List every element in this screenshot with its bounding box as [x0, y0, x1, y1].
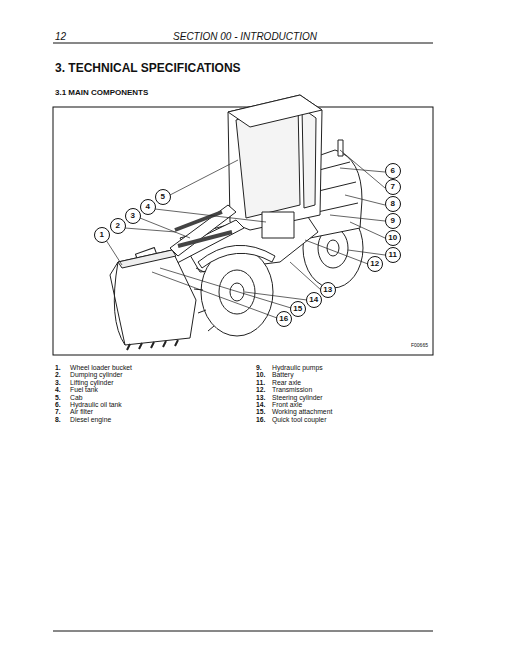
- callout-number: 3: [125, 208, 141, 224]
- component-name: Working attachment: [272, 408, 332, 416]
- list-number: 7.: [55, 408, 61, 416]
- footer-rule: [53, 631, 433, 632]
- component-name: Hydraulic oil tank: [70, 401, 122, 409]
- component-name: Cab: [70, 394, 82, 402]
- list-number: 15.: [256, 408, 265, 416]
- list-number: 6.: [55, 401, 61, 409]
- callout-number: 10: [385, 230, 401, 246]
- header-rule: [53, 43, 433, 44]
- list-number: 12.: [256, 386, 265, 394]
- callout-number: 15: [290, 301, 306, 317]
- callout-number: 11: [385, 247, 401, 263]
- component-name: Steering cylinder: [272, 394, 323, 402]
- list-number: 2.: [55, 371, 61, 379]
- list-number: 11.: [256, 379, 265, 387]
- component-name: Wheel loader bucket: [70, 364, 132, 372]
- section-title: 3. TECHNICAL SPECIFICATIONS: [55, 62, 241, 76]
- list-number: 1.: [55, 364, 61, 372]
- component-name: Battery: [272, 371, 294, 379]
- component-name: Transmission: [272, 386, 312, 394]
- callout-number: 9: [385, 213, 401, 229]
- component-name: Dumping cylinder: [70, 371, 123, 379]
- list-number: 3.: [55, 379, 61, 387]
- callout-number: 13: [320, 282, 336, 298]
- leader-lines: [106, 150, 385, 318]
- callout-number: 6: [385, 163, 401, 179]
- component-name: Quick tool coupler: [272, 416, 326, 424]
- list-number: 13.: [256, 394, 265, 402]
- section-header: SECTION 00 - INTRODUCTION: [173, 31, 317, 43]
- figure-code: F00665: [411, 343, 428, 349]
- component-name: Hydraulic pumps: [272, 364, 323, 372]
- list-number: 16.: [256, 416, 265, 424]
- list-number: 10.: [256, 371, 265, 379]
- callout-number: 1: [94, 227, 110, 243]
- component-name: Front axle: [272, 401, 302, 409]
- list-number: 8.: [55, 416, 61, 424]
- wheel-loader: [110, 95, 363, 350]
- callout-number: 4: [140, 199, 156, 215]
- callout-number: 12: [367, 256, 383, 272]
- component-name: Fuel tank: [70, 386, 98, 394]
- callout-number: 16: [276, 311, 292, 327]
- component-name: Diesel engine: [70, 416, 111, 424]
- component-name: Lifting cylinder: [70, 379, 113, 387]
- callout-number: 7: [385, 179, 401, 195]
- callout-number: 8: [385, 196, 401, 212]
- list-number: 4.: [55, 386, 61, 394]
- list-number: 14.: [256, 401, 265, 409]
- component-name: Rear axle: [272, 379, 301, 387]
- list-number: 9.: [256, 364, 262, 372]
- callout-number: 2: [110, 218, 126, 234]
- component-name: Air filter: [70, 408, 93, 416]
- page-number: 12: [55, 31, 66, 43]
- subsection-title: 3.1 MAIN COMPONENTS: [55, 88, 148, 97]
- callout-number: 5: [155, 189, 171, 205]
- callout-number: 14: [306, 292, 322, 308]
- list-number: 5.: [55, 394, 61, 402]
